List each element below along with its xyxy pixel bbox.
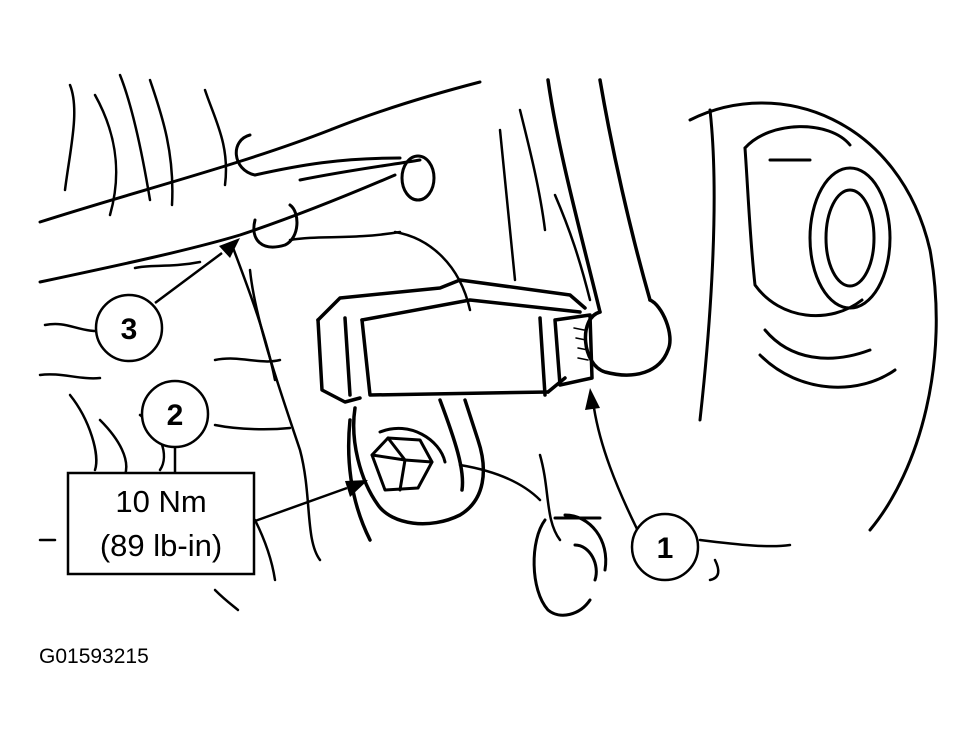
- figure-id: G01593215: [39, 645, 149, 668]
- upper-tube: [38, 80, 482, 284]
- callout-1-label: 1: [657, 532, 674, 565]
- background-linework: [38, 73, 792, 612]
- hex-bolt: [370, 426, 447, 492]
- callout-1: 1: [630, 512, 700, 582]
- callout-3: 3: [94, 293, 164, 363]
- sensor-body: [316, 278, 594, 404]
- sensor-rod: [546, 78, 672, 377]
- torque-imperial: (89 lb-in): [100, 528, 222, 563]
- torque-spec-box: 10 Nm (89 lb-in): [66, 471, 256, 576]
- bushing: [532, 513, 608, 617]
- mounting-bracket: [346, 398, 485, 542]
- leader-line-torque: [254, 480, 368, 523]
- callout-2-label: 2: [167, 399, 184, 432]
- callout-3-label: 3: [121, 313, 138, 346]
- callout-2: 2: [140, 379, 210, 449]
- leader-line-3: [154, 238, 240, 305]
- pulley: [688, 101, 938, 532]
- leader-line-1: [585, 388, 642, 536]
- torque-metric: 10 Nm: [115, 484, 206, 519]
